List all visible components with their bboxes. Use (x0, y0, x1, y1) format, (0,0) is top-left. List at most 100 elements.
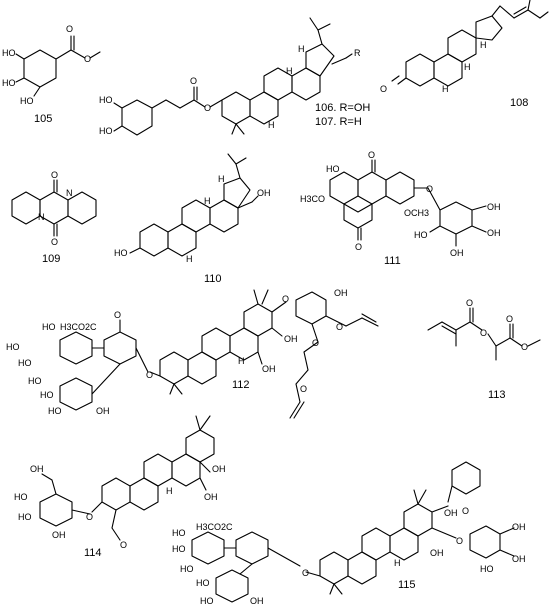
atom-HO: HO (99, 126, 113, 136)
compound-105-structure: O O HO HO HO (2, 24, 101, 106)
atom-O: O (300, 384, 307, 394)
atom-O: O (312, 338, 319, 348)
substituent-R: R (354, 48, 361, 58)
atom-H: H (464, 62, 471, 72)
atom-HO: HO (20, 96, 34, 106)
atom-HO: HO (480, 564, 494, 574)
atom-O: O (426, 184, 433, 194)
atom-H: H (286, 66, 293, 76)
atom-HO: HO (2, 78, 16, 88)
atom-HO: HO (42, 322, 56, 332)
atom-OCH3: OCH3 (404, 208, 429, 218)
atom-HO: HO (18, 512, 32, 522)
compound-112-structure: HO H3CO2C HO HO HO HO HO OH O O O OH OH … (6, 288, 379, 419)
atom-O: O (120, 540, 127, 550)
atom-OH: OH (52, 530, 66, 540)
atom-HO: HO (28, 376, 42, 386)
compound-109-structure: O O N N (11, 170, 97, 247)
atom-OH: OH (487, 228, 501, 238)
atom-HO: HO (114, 248, 128, 258)
atom-O: O (146, 370, 153, 380)
atom-O: O (456, 536, 463, 546)
label-110: 110 (204, 273, 222, 285)
atom-O: O (282, 294, 289, 304)
compound-108-structure: O H H H (380, 0, 549, 94)
atom-H: H (442, 84, 449, 94)
atom-H3CO2C: H3CO2C (60, 322, 97, 332)
atom-HO: HO (14, 492, 28, 502)
atom-OH: OH (430, 548, 444, 558)
atom-OH: OH (512, 522, 526, 532)
label-111: 111 (384, 255, 401, 267)
atom-O: O (355, 242, 362, 252)
atom-O: O (84, 54, 91, 64)
label-112: 112 (232, 379, 250, 391)
atom-H: H (268, 120, 275, 130)
atom-H: H (204, 196, 211, 206)
atom-HO: HO (196, 578, 210, 588)
atom-HO: HO (48, 406, 62, 416)
atom-OH: OH (96, 406, 110, 416)
atom-OH: OH (487, 202, 501, 212)
atom-O: O (380, 84, 387, 94)
atom-OH: OH (444, 508, 458, 518)
atom-H3CO: H3CO (300, 194, 325, 204)
atom-OH: OH (30, 464, 44, 474)
label-115: 115 (398, 579, 416, 591)
atom-OH: OH (334, 288, 348, 298)
atom-OH: OH (250, 596, 264, 606)
atom-H: H (166, 486, 173, 496)
label-106: 106. R=OH (315, 102, 370, 114)
atom-O: O (466, 298, 473, 308)
atom-OH: OH (450, 248, 464, 258)
label-114: 114 (84, 547, 102, 559)
atom-O: O (302, 568, 309, 578)
atom-HO: HO (40, 390, 54, 400)
atom-OH: OH (204, 492, 218, 502)
atom-HO: HO (18, 358, 32, 368)
atom-HO: HO (326, 164, 340, 174)
atom-OH: OH (212, 464, 226, 474)
atom-H3CO2C: H3CO2C (196, 522, 233, 532)
atom-HO: HO (6, 342, 20, 352)
atom-O: O (368, 150, 375, 160)
atom-H: H (238, 356, 245, 366)
atom-O: O (462, 506, 469, 516)
compound-110-structure: HO OH H H H (114, 153, 271, 264)
atom-O: O (51, 170, 58, 180)
atom-O: O (190, 76, 197, 86)
compound-106-107-structure: HO HO O O H H H R (99, 17, 361, 136)
atom-HO: HO (2, 48, 16, 58)
label-113: 113 (488, 389, 506, 401)
compound-115-structure: HO H3CO2C HO HO HO HO OH O OH OH O O OH … (172, 461, 526, 606)
atom-HO: HO (99, 95, 113, 105)
atom-O: O (66, 24, 73, 34)
atom-N: N (66, 188, 73, 198)
atom-OH: OH (512, 554, 526, 564)
atom-O: O (114, 310, 121, 320)
atom-H: H (186, 254, 193, 264)
compound-111-structure: HO H3CO OCH3 O O O OH OH OH HO (300, 150, 501, 258)
label-105: 105 (34, 113, 52, 125)
atom-H: H (480, 40, 487, 50)
atom-HO: HO (172, 544, 186, 554)
atom-HO: HO (180, 564, 194, 574)
atom-OH: OH (284, 334, 298, 344)
atom-H: H (298, 44, 305, 54)
atom-O: O (336, 322, 343, 332)
atom-O: O (521, 342, 528, 352)
atom-H: H (394, 558, 401, 568)
atom-HO: HO (172, 528, 186, 538)
label-107: 107. R=H (315, 116, 362, 128)
label-108: 108 (510, 97, 528, 109)
atom-OH: OH (262, 364, 276, 374)
atom-HO: HO (414, 230, 428, 240)
atom-O: O (204, 103, 211, 113)
atom-O: O (51, 237, 58, 247)
atom-O: O (506, 314, 513, 324)
atom-HO: HO (200, 596, 214, 606)
atom-N: N (38, 212, 45, 222)
compound-114-structure: OH HO HO OH O O OH OH H (14, 415, 226, 550)
